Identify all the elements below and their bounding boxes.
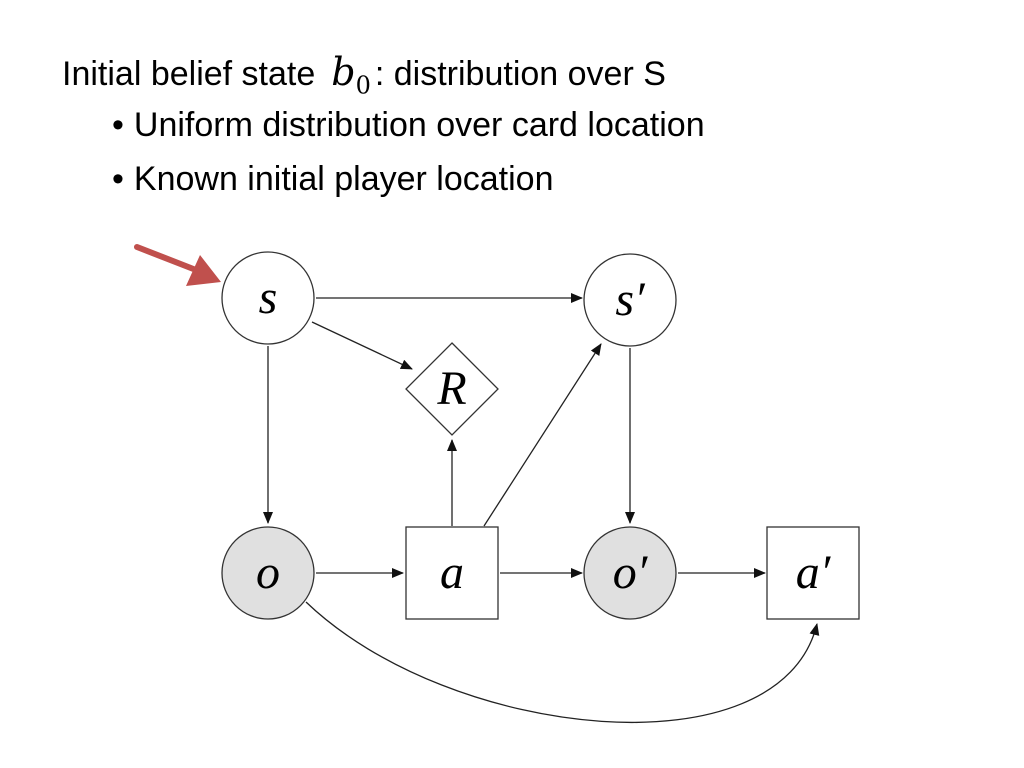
node-o: o [221,526,315,620]
edges [263,293,820,724]
node-o-prime-shape [583,526,677,620]
node-s: s [221,251,315,345]
bullet-item: •Uniform distribution over card location [112,108,705,142]
bullet-item: •Known initial player location [112,162,553,196]
nodes: s s′ Ro a o′ a′ [221,251,860,620]
bullet-dot: • [112,106,124,144]
node-o-shape [221,526,315,620]
bullet-text: Known initial player location [133,160,554,198]
title-suffix: : distribution over S [374,55,666,93]
pointer-arrow-head [186,255,221,286]
edge-a-to-s-prime [483,343,602,527]
edge-s-to-R [311,321,413,370]
bullet-dot: • [112,160,124,198]
bullet-text: Uniform distribution over card location [133,106,705,144]
node-a-prime: a′ [766,526,860,620]
title-prefix: Initial belief state [62,55,316,93]
node-a-label: a [440,546,464,599]
pointer-arrow-shaft [134,244,199,273]
node-R-label: R [436,362,466,415]
node-s-prime: s′ [583,253,677,347]
node-s-label: s [259,271,278,324]
belief-symbol: b0 [331,50,371,100]
node-a-prime-label: a′ [796,546,832,599]
node-o-prime: o′ [583,526,677,620]
node-a-shape [405,526,499,620]
node-R: R [405,342,499,436]
node-o-prime-label: o′ [613,546,649,599]
node-s-shape [221,251,315,345]
node-a: a [405,526,499,620]
slide-title: Initial belief state b0: distribution ove… [62,53,666,98]
node-a-prime-shape [766,526,860,620]
node-s-prime-label: s′ [615,273,646,326]
node-o-label: o [256,546,280,599]
pointer [134,244,221,286]
edge-o-to-a-prime [305,601,820,724]
node-s-prime-shape [583,253,677,347]
node-R-shape [405,342,499,436]
